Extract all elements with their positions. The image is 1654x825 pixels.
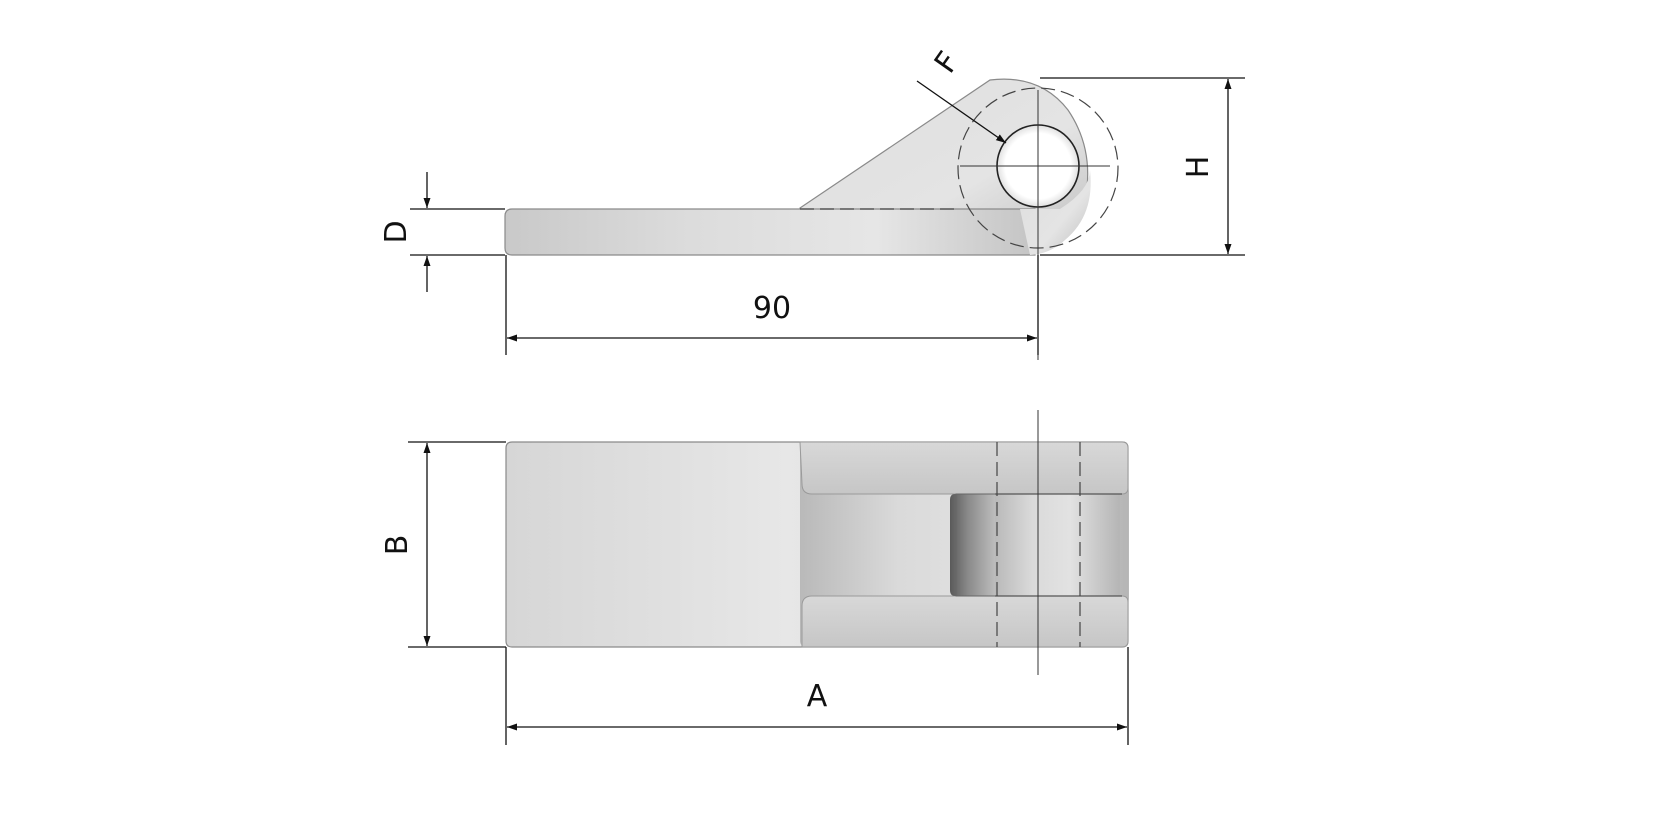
upper-flange (799, 441, 1129, 495)
dim-height: H (1040, 77, 1245, 256)
dim-length-90: 90 (505, 255, 1039, 355)
side-view (504, 78, 1119, 360)
dim-width: B (380, 441, 506, 648)
lower-flange (801, 595, 1129, 648)
dim-label-a: A (807, 679, 828, 714)
dim-thickness: D (379, 172, 505, 292)
dim-label-d: D (379, 220, 414, 243)
dim-overall-length: A (505, 647, 1129, 745)
top-view (505, 410, 1129, 675)
dim-label-90: 90 (753, 291, 791, 326)
hinge-leaf-profile (504, 208, 1036, 256)
slot-shadow (950, 494, 995, 596)
dim-label-b: B (380, 535, 415, 556)
dim-label-f: F (928, 45, 967, 79)
pin-barrel (995, 494, 1120, 596)
dim-label-h: H (1181, 156, 1216, 179)
